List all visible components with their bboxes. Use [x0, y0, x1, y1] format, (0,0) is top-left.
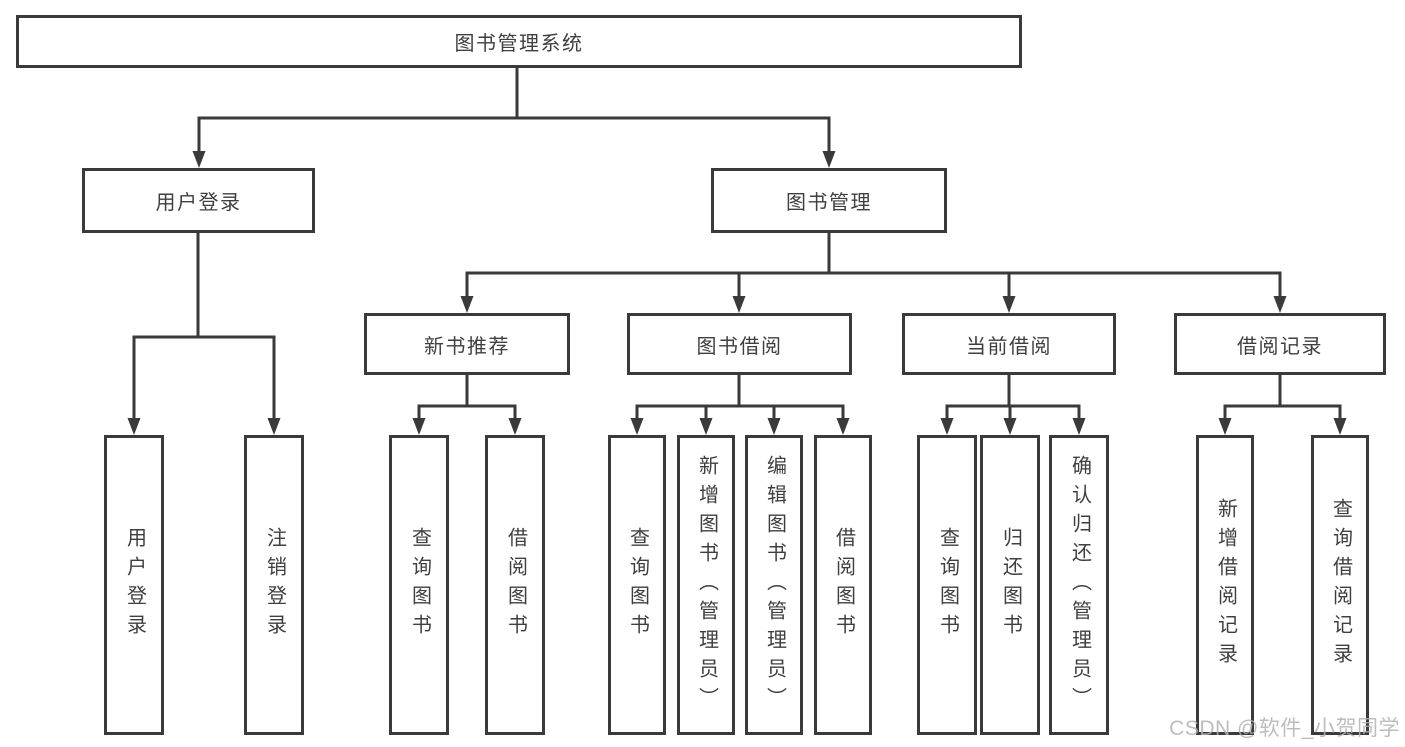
- node-book-management: 图书管理: [711, 168, 947, 233]
- node-label: 新书推荐: [424, 335, 510, 358]
- node-current-borrowing: 当前借阅: [902, 313, 1116, 375]
- connector-root-to-level2: [192, 68, 836, 168]
- connector-current-borrow-to-leaves: [940, 375, 1086, 435]
- node-label: 图书管理系统: [454, 33, 584, 55]
- leaf-confirm-return-admin: 确认归还（管理员）: [1049, 435, 1109, 735]
- node-label: 借阅图书: [504, 527, 527, 643]
- node-label: 借阅记录: [1237, 335, 1323, 358]
- connector-new-book-rec-to-leaves: [412, 375, 522, 435]
- node-label: 用户登录: [155, 192, 242, 214]
- leaf-query-borrow-record: 查询借阅记录: [1311, 435, 1369, 735]
- connector-borrow-records-to-leaves: [1218, 375, 1347, 435]
- node-new-book-recommend: 新书推荐: [364, 313, 570, 375]
- node-label: 编辑图书（管理员）: [763, 454, 786, 716]
- node-label: 查询借阅记录: [1329, 498, 1352, 672]
- leaf-logout: 注销登录: [244, 435, 304, 735]
- leaf-query-books-current: 查询图书: [917, 435, 977, 735]
- node-label: 借阅图书: [832, 527, 855, 643]
- connector-book-mgmt-to-level3: [460, 233, 1287, 313]
- node-label: 查询图书: [408, 527, 431, 643]
- node-label: 查询图书: [626, 527, 649, 643]
- node-label: 确认归还（管理员）: [1068, 454, 1091, 716]
- connector-book-borrow-to-leaves: [630, 375, 850, 435]
- leaf-add-books-admin: 新增图书（管理员）: [677, 435, 735, 735]
- leaf-borrow-books-recommend: 借阅图书: [485, 435, 545, 735]
- node-label: 归还图书: [999, 527, 1022, 643]
- node-label: 用户登录: [123, 527, 146, 643]
- node-label: 新增借阅记录: [1214, 498, 1237, 672]
- node-label: 图书管理: [786, 192, 872, 214]
- node-label: 注销登录: [263, 527, 286, 643]
- leaf-add-borrow-record: 新增借阅记录: [1196, 435, 1254, 735]
- leaf-query-books-recommend: 查询图书: [389, 435, 449, 735]
- leaf-edit-books-admin: 编辑图书（管理员）: [745, 435, 803, 735]
- leaf-user-login: 用户登录: [104, 435, 164, 735]
- node-label: 新增图书（管理员）: [695, 454, 718, 716]
- node-library-management-system: 图书管理系统: [16, 15, 1022, 68]
- leaf-return-books: 归还图书: [980, 435, 1040, 735]
- node-book-borrowing: 图书借阅: [627, 313, 852, 375]
- node-label: 图书借阅: [696, 335, 783, 358]
- connector-user-login-to-leaves: [127, 233, 281, 435]
- leaf-borrow-books-borrowing: 借阅图书: [814, 435, 872, 735]
- node-label: 当前借阅: [966, 335, 1052, 358]
- node-borrowing-records: 借阅记录: [1174, 313, 1386, 375]
- leaf-query-books-borrowing: 查询图书: [608, 435, 666, 735]
- node-user-login: 用户登录: [82, 168, 315, 233]
- node-label: 查询图书: [936, 527, 959, 643]
